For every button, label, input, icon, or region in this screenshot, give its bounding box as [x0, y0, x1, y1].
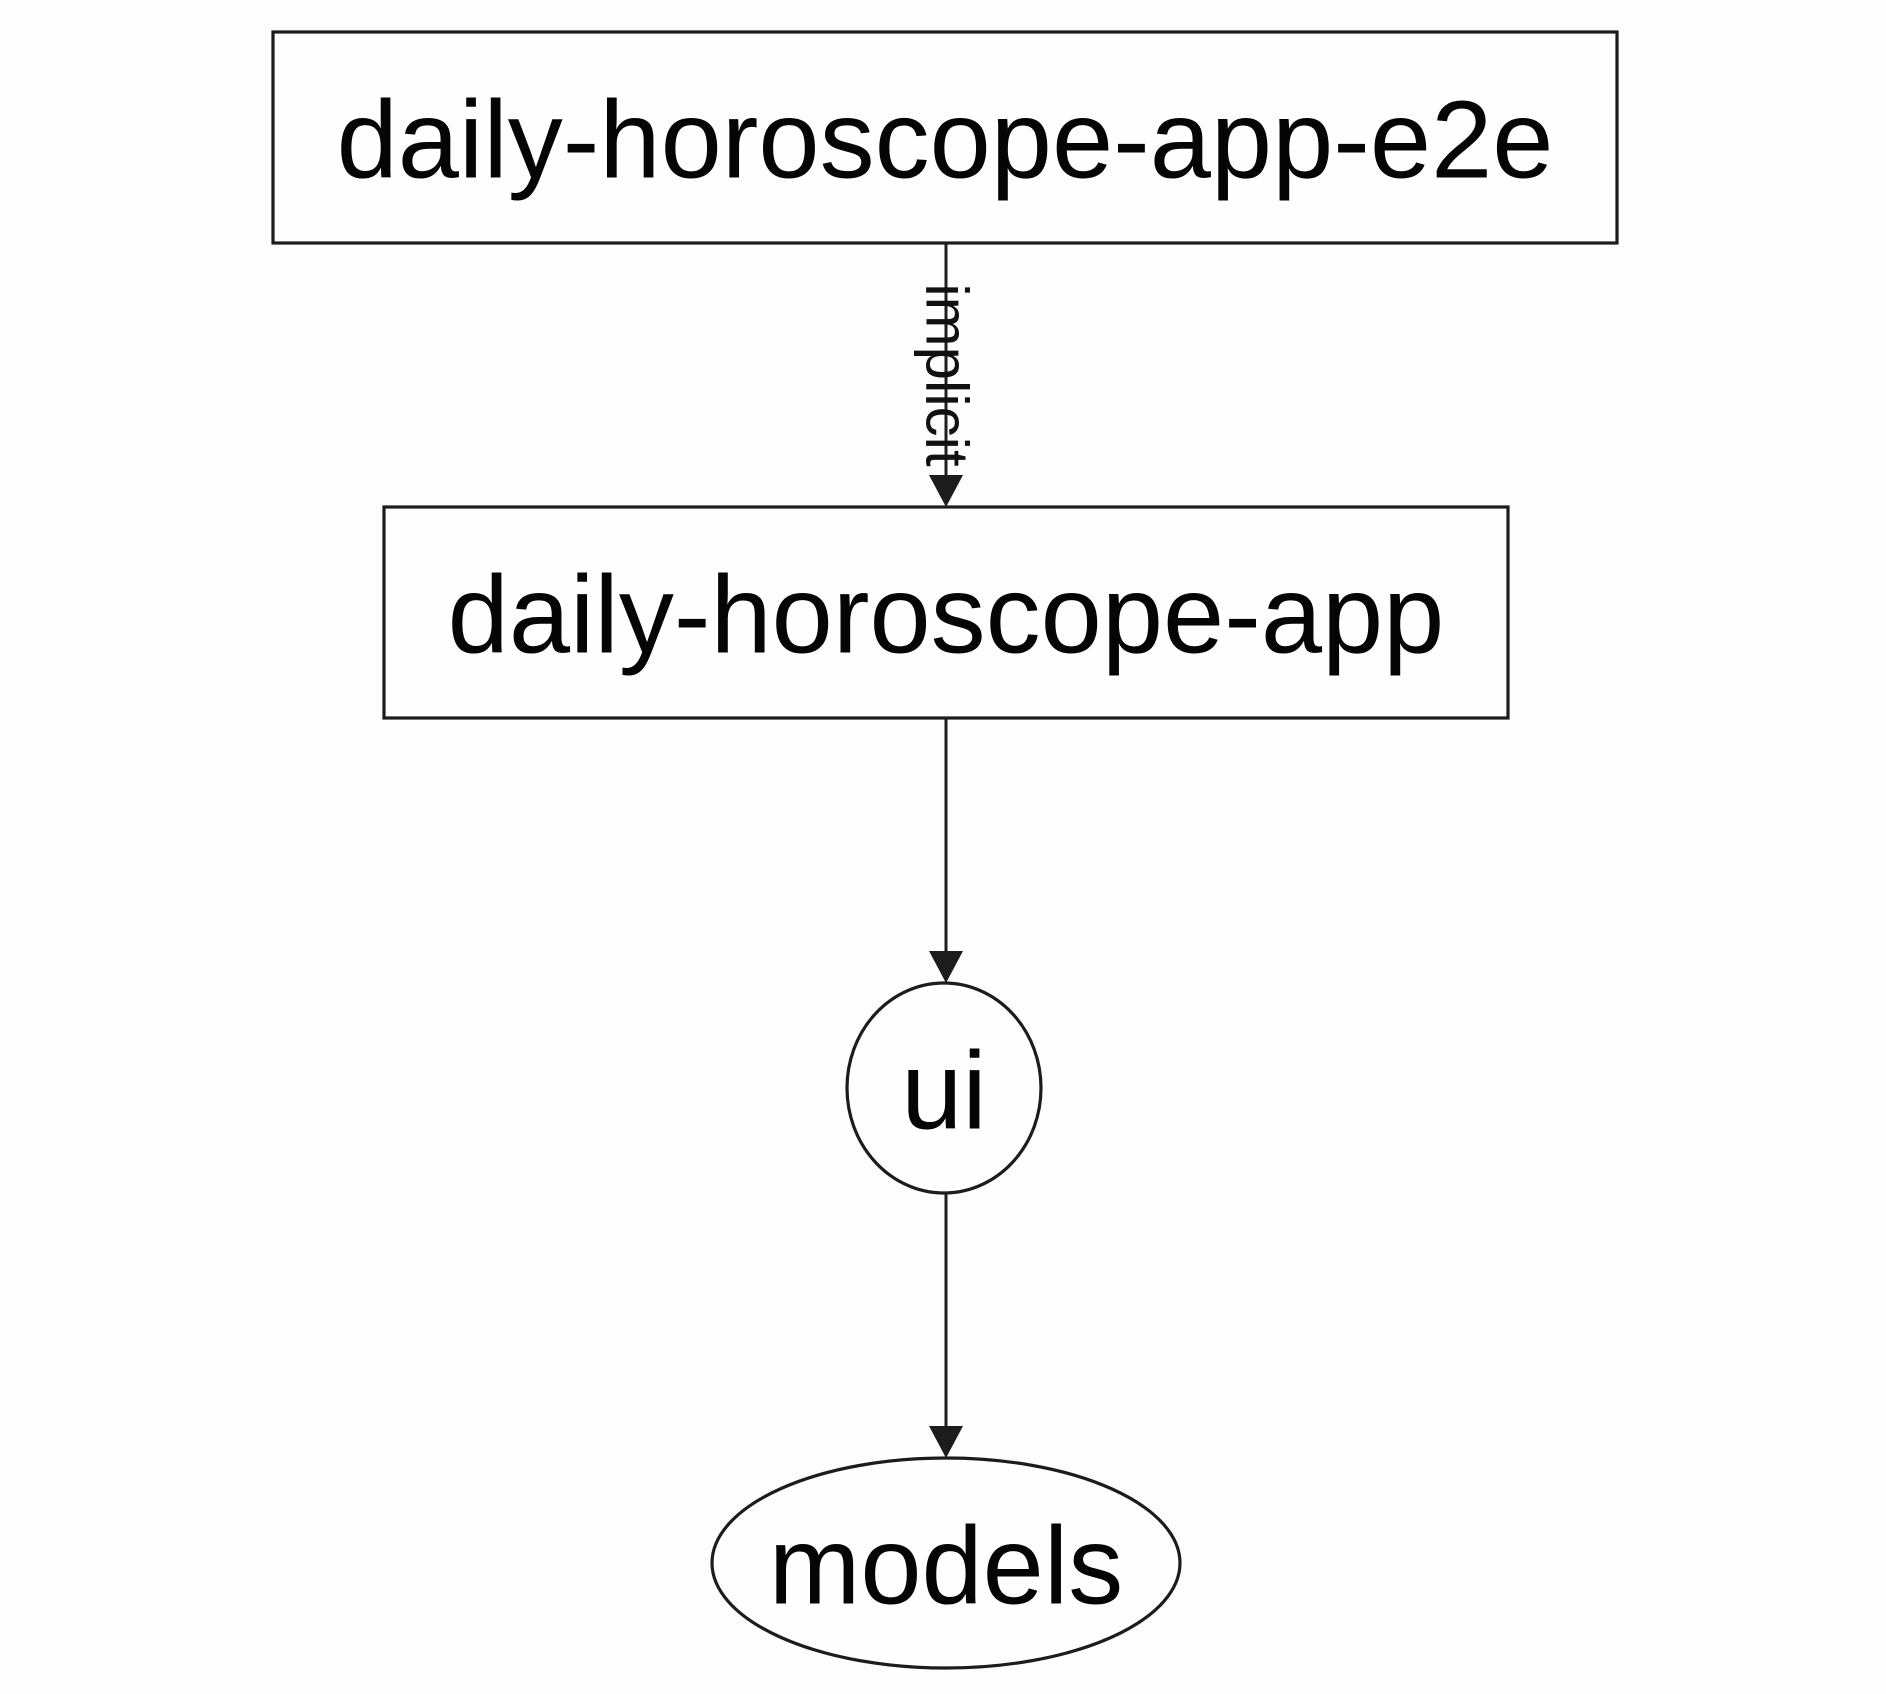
node-rect[interactable]	[382, 505, 1510, 720]
node-models[interactable]: models	[710, 1456, 1182, 1670]
arrowhead-down-icon	[929, 475, 963, 507]
node-ellipse[interactable]	[710, 1456, 1182, 1670]
node-label-ui: ui	[901, 1030, 987, 1153]
node-daily-horoscope-app[interactable]: daily-horoscope-app	[382, 505, 1510, 720]
arrowhead-down-icon	[929, 951, 963, 983]
node-daily-horoscope-app-e2e[interactable]: daily-horoscope-app-e2e	[271, 30, 1619, 245]
node-label-models: models	[769, 1505, 1124, 1628]
node-label-daily-horoscope-app-e2e: daily-horoscope-app-e2e	[337, 79, 1554, 202]
arrowhead-down-icon	[929, 1426, 963, 1458]
node-rect[interactable]	[271, 30, 1619, 245]
node-ui[interactable]: ui	[845, 981, 1043, 1195]
node-label-daily-horoscope-app: daily-horoscope-app	[448, 554, 1445, 677]
edge-app-to-ui	[929, 718, 963, 983]
node-ellipse[interactable]	[845, 981, 1043, 1195]
edge-e2e-to-app: implicit	[914, 243, 981, 507]
edge-ui-to-models	[929, 1193, 963, 1458]
edge-label-implicit: implicit	[914, 283, 981, 467]
